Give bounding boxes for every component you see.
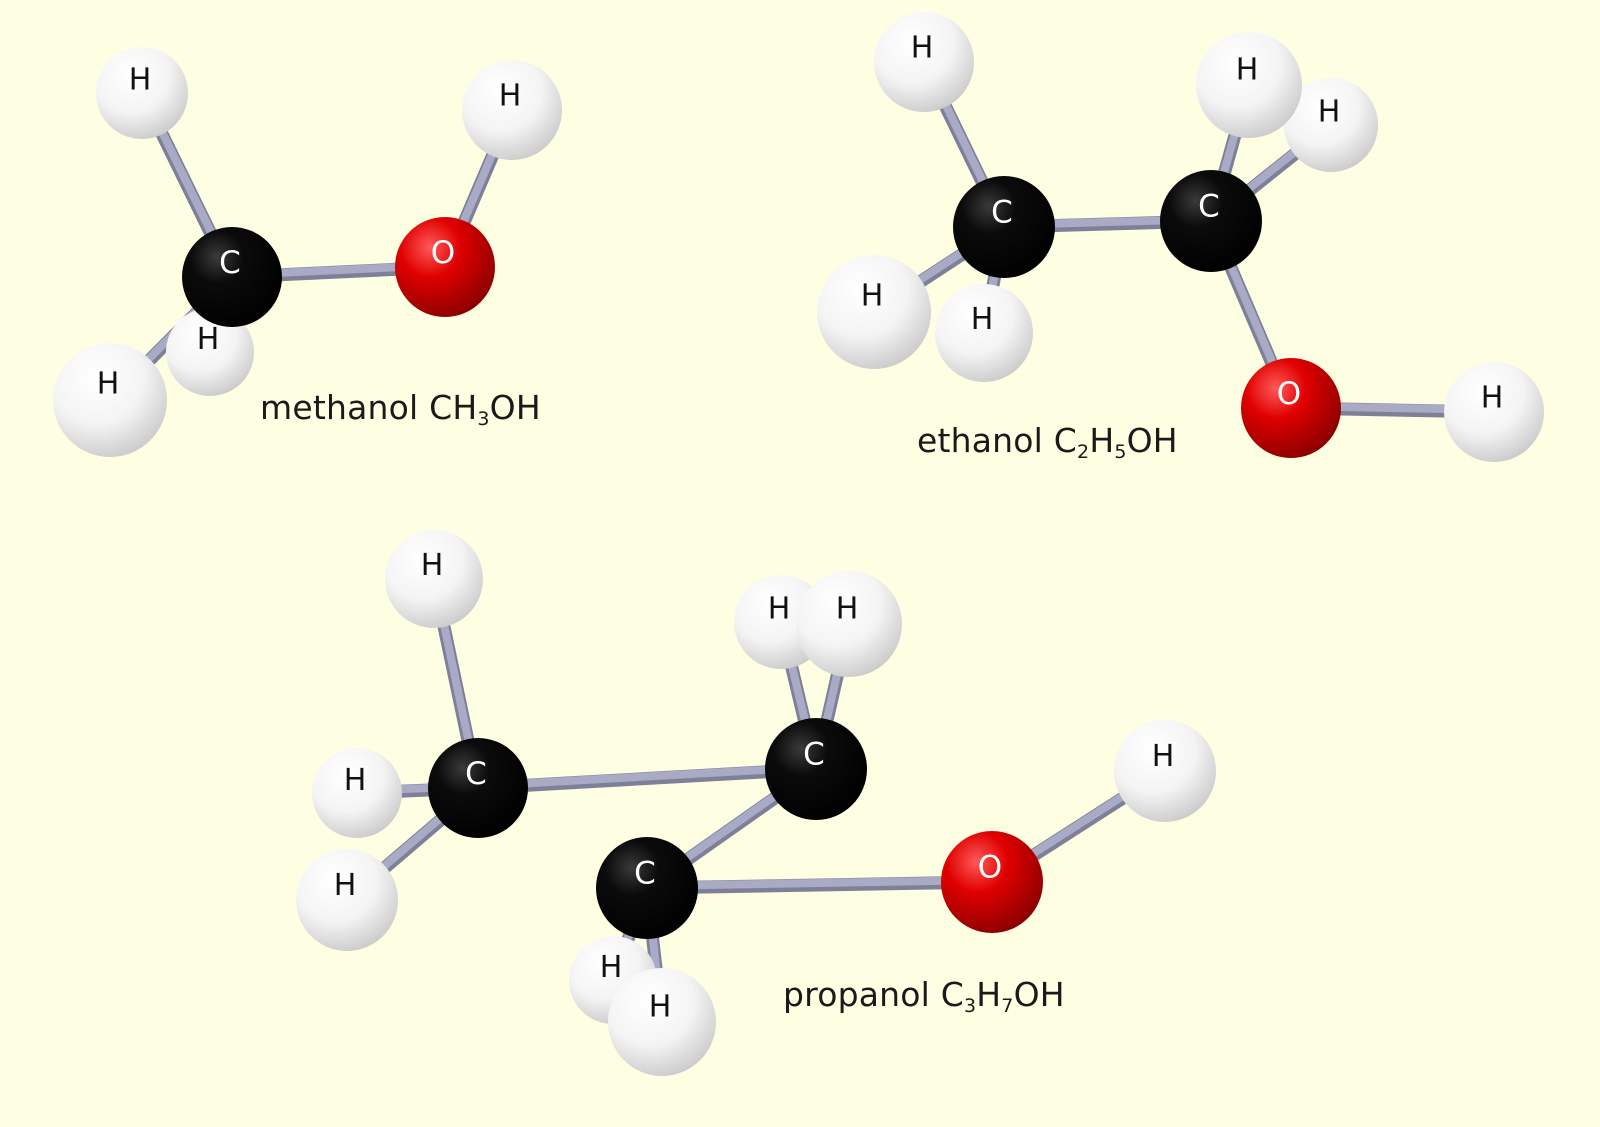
ethanol-carbon-atom: C bbox=[1160, 170, 1262, 272]
atom-label: H bbox=[1152, 739, 1175, 774]
ethanol-hydrogen-atom: H bbox=[817, 255, 931, 369]
atom-label: H bbox=[344, 763, 367, 798]
methanol-hydrogen-atom: H bbox=[462, 60, 562, 160]
propanol-hydrogen-atom: H bbox=[385, 530, 483, 628]
atom-label: C bbox=[1198, 189, 1220, 225]
atom-label: H bbox=[197, 322, 220, 357]
atom-label: H bbox=[1481, 381, 1504, 416]
propanol-carbon-atom: C bbox=[596, 837, 698, 939]
atom-label: O bbox=[1277, 376, 1301, 412]
ethanol-hydrogen-atom: H bbox=[874, 12, 974, 112]
ethanol-oxygen-atom: O bbox=[1241, 358, 1341, 458]
propanol-hydrogen-atom: H bbox=[312, 748, 402, 838]
molecule-name: propanol bbox=[783, 975, 931, 1014]
molecule-formula: C3H7OH bbox=[940, 975, 1065, 1017]
ethanol-hydrogen-atom: H bbox=[935, 284, 1033, 382]
atom-label: H bbox=[600, 950, 623, 985]
molecule-formula: C2H5OH bbox=[1053, 421, 1178, 463]
methanol-oxygen-atom: O bbox=[395, 217, 495, 317]
atom-label: H bbox=[861, 279, 884, 314]
propanol-carbon-atom: C bbox=[765, 718, 867, 820]
propanol-hydrogen-atom: H bbox=[796, 571, 902, 677]
molecule-name: methanol bbox=[260, 388, 419, 427]
atom-label: H bbox=[129, 63, 152, 98]
atom-label: H bbox=[768, 591, 791, 626]
ethanol-hydrogen-atom: H bbox=[1284, 78, 1378, 172]
propanol-bond bbox=[640, 875, 999, 895]
molecule-name: ethanol bbox=[917, 421, 1044, 460]
methanol-hydrogen-atom: H bbox=[96, 47, 188, 139]
atom-label: O bbox=[978, 850, 1002, 886]
propanol-oxygen-atom: O bbox=[941, 831, 1043, 933]
atom-label: H bbox=[1236, 53, 1259, 88]
atom-label: C bbox=[465, 756, 487, 792]
atom-label: H bbox=[1318, 94, 1341, 129]
methanol-hydrogen-atom: H bbox=[53, 343, 167, 457]
atom-label: H bbox=[421, 548, 444, 583]
propanol-hydrogen-atom: H bbox=[296, 849, 398, 951]
atom-label: H bbox=[97, 367, 120, 402]
ethanol-label: ethanol C2H5OH bbox=[917, 421, 1178, 463]
atom-label: H bbox=[499, 79, 522, 114]
atom-label: H bbox=[649, 989, 672, 1024]
propanol-hydrogen-atom: H bbox=[1114, 720, 1216, 822]
atom-label: C bbox=[219, 245, 241, 281]
propanol-label: propanol C3H7OH bbox=[783, 975, 1065, 1017]
atom-label: O bbox=[431, 235, 455, 271]
propanol-carbon-atom: C bbox=[428, 738, 528, 838]
ethanol-hydrogen-atom: H bbox=[1196, 32, 1302, 138]
atom-label: H bbox=[971, 302, 994, 337]
ethanol-hydrogen-atom: H bbox=[1444, 362, 1544, 462]
atom-label: H bbox=[911, 31, 934, 66]
propanol-bond bbox=[471, 762, 823, 795]
propanol-hydrogen-atom: H bbox=[608, 968, 716, 1076]
methanol-label: methanol CH3OH bbox=[260, 388, 541, 430]
methanol-hydrogen-atom: H bbox=[166, 308, 254, 396]
atom-label: C bbox=[803, 737, 825, 773]
atom-label: C bbox=[634, 856, 656, 892]
ethanol-carbon-atom: C bbox=[953, 176, 1055, 278]
methanol-carbon-atom: C bbox=[182, 227, 282, 327]
atom-label: H bbox=[334, 868, 357, 903]
molecule-formula: CH3OH bbox=[429, 388, 541, 430]
atom-label: H bbox=[836, 592, 859, 627]
atom-label: C bbox=[991, 195, 1013, 231]
